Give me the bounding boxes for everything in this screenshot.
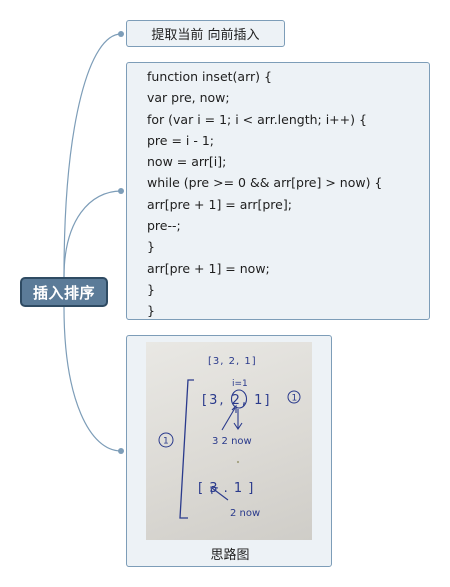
- hw-step1-values: 3 2 now: [212, 436, 252, 447]
- hw-arrow-back-head: [210, 486, 219, 495]
- connector-dot-title: [118, 31, 124, 37]
- hw-result-array: [ 3 . 1 ]: [198, 481, 254, 496]
- connector-to-title: [63, 33, 122, 278]
- handwritten-sketch: [3, 2, 1] i=1 [3, 2, 1] 1 1 3 2 now [ 3 …: [158, 356, 301, 519]
- topic-node-label: 提取当前 向前插入: [151, 28, 260, 43]
- code-line: while (pre >= 0 && arr[pre] > now) {: [147, 175, 383, 191]
- hw-circle-right: [287, 390, 301, 404]
- hw-circle-number-right: 1: [292, 394, 298, 404]
- connector-dot-image: [118, 448, 124, 454]
- topic-node-extract-insert[interactable]: 提取当前 向前插入: [126, 20, 285, 47]
- code-line: function inset(arr) {: [147, 69, 272, 84]
- hw-bracket-left: [179, 379, 194, 519]
- hw-circle-left: [158, 432, 174, 448]
- image-caption: 思路图: [210, 548, 250, 563]
- hw-arrow-down-head: [233, 422, 243, 430]
- hw-step2-label: 2 now: [230, 508, 260, 519]
- connector-to-image: [63, 306, 122, 452]
- root-node-label: 插入排序: [32, 283, 95, 302]
- code-line: now = arr[i];: [147, 154, 227, 170]
- hw-top-array: [3, 2, 1]: [208, 356, 257, 367]
- hw-circle-around-2: [230, 389, 248, 409]
- root-node-insertion-sort[interactable]: 插入排序: [20, 277, 108, 307]
- code-line: pre = i - 1;: [147, 132, 215, 148]
- handwritten-diagram-photo[interactable]: [3, 2, 1] i=1 [3, 2, 1] 1 1 3 2 now [ 3 …: [146, 342, 312, 540]
- hw-array-circled: [3, 2, 1]: [202, 393, 272, 408]
- connector-to-code: [63, 190, 122, 278]
- code-line: }: [147, 239, 155, 255]
- topic-node-image[interactable]: [3, 2, 1] i=1 [3, 2, 1] 1 1 3 2 now [ 3 …: [126, 335, 332, 567]
- hw-circle-number-left: 1: [163, 437, 169, 447]
- hw-arrow-diag: [221, 407, 236, 431]
- connector-dot-code: [118, 188, 124, 194]
- code-line: }: [147, 281, 155, 297]
- code-line: pre--;: [147, 218, 181, 234]
- code-line: var pre, now;: [147, 90, 230, 106]
- code-line: for (var i = 1; i < arr.length; i++) {: [147, 111, 367, 127]
- hw-index-label: i=1: [232, 379, 248, 389]
- topic-node-code[interactable]: function inset(arr) { var pre, now; for …: [126, 62, 430, 320]
- code-line: }: [147, 303, 155, 319]
- code-line: arr[pre + 1] = arr[pre];: [147, 196, 292, 212]
- hw-arrow-diag-head: [231, 404, 237, 413]
- hw-arrow-back: [211, 487, 229, 501]
- hw-dot: [236, 460, 240, 464]
- code-line: arr[pre + 1] = now;: [147, 260, 270, 276]
